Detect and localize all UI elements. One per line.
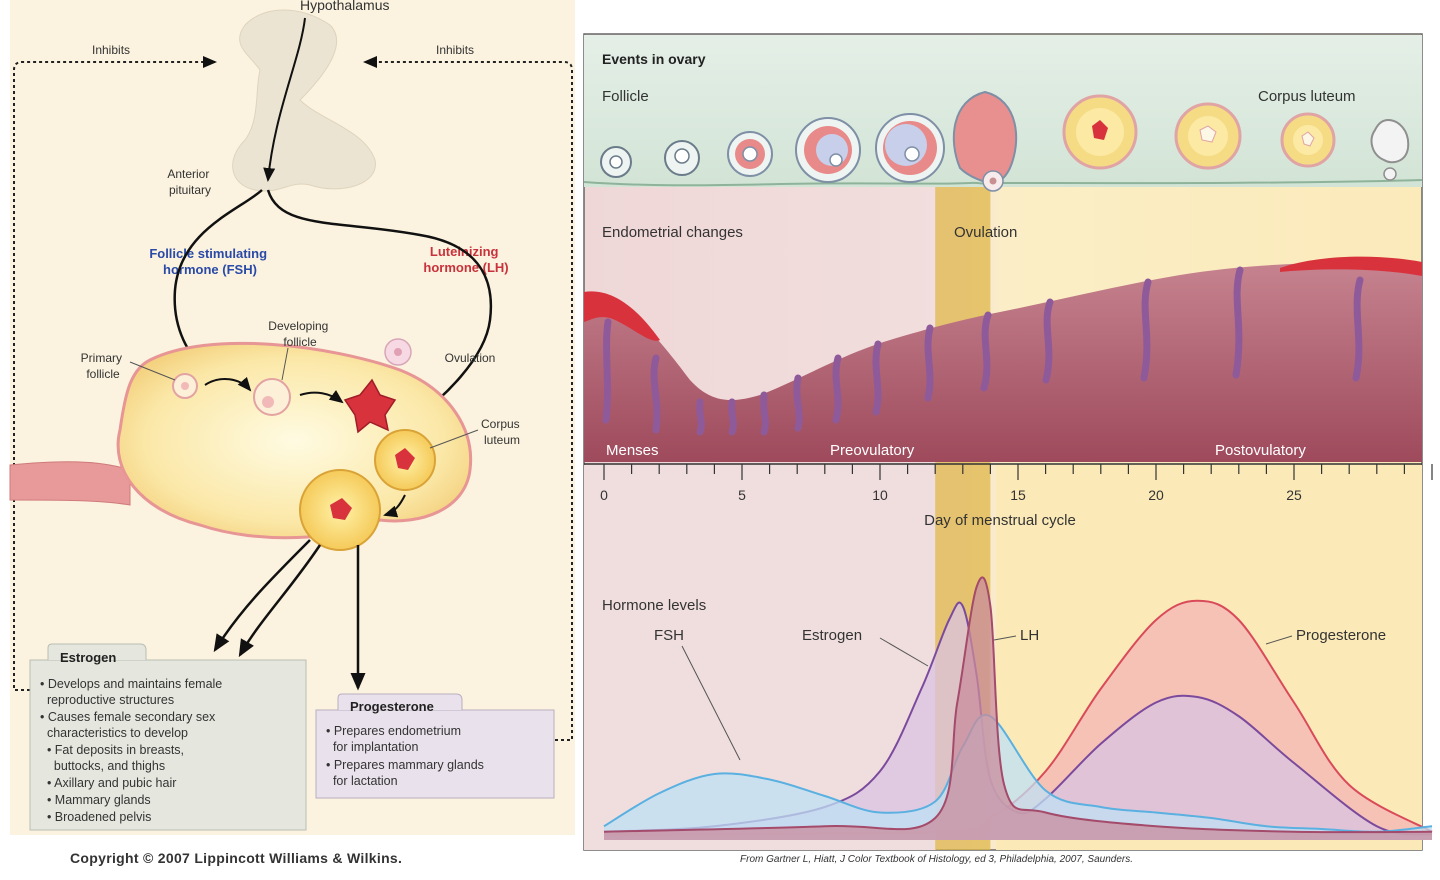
primary-follicle-label: Primary follicle (81, 351, 126, 381)
follicle-series (600, 90, 1018, 192)
anterior-pituitary-label: Anterior pituitary (167, 167, 212, 197)
x-axis-tick-labels: 0 5 10 15 20 25 (600, 487, 1302, 503)
hypothalamus-label: Hypothalamus (300, 0, 390, 13)
progesterone-curve-label: Progesterone (1296, 627, 1386, 644)
estrogen-line-5: • Fat deposits in breasts, (40, 743, 184, 757)
corpus-luteum-label-right: Corpus luteum (1258, 88, 1356, 105)
estrogen-output-arrow-1 (213, 539, 311, 653)
menstrual-cycle-chart: Events in ovary Follicle Corpus luteum (583, 33, 1433, 851)
estrogen-area (604, 602, 1432, 840)
lh-curve (603, 576, 1433, 834)
estrogen-output-arrow-2 (238, 544, 322, 658)
x-axis-title: Day of menstrual cycle (924, 512, 1076, 529)
copyright-text: Copyright © 2007 Lippincott Williams & W… (70, 850, 403, 866)
endometrial-glands (602, 266, 1364, 436)
events-in-ovary-label: Events in ovary (602, 51, 706, 67)
endometrial-changes-label: Endometrial changes (602, 224, 743, 241)
menstrual-cycle-panel: Events in ovary Follicle Corpus luteum (580, 0, 1440, 875)
fallopian-tube (9, 461, 131, 506)
inhibits-left-label: Inhibits (92, 43, 130, 57)
developing-follicle-shape (253, 378, 291, 416)
hypothalamus-to-pituitary-arrow (263, 17, 306, 182)
menses-shedding-layer (584, 291, 660, 341)
estrogen-line-2: reproductive structures (40, 693, 174, 707)
source-citation: From Gartner L, Hiatt, J Color Textbook … (740, 854, 1133, 865)
estrogen-box: Estrogen • Develops and maintains female… (29, 643, 307, 831)
follicle-label: Follicle (602, 88, 649, 105)
inhibits-right-label: Inhibits (436, 43, 474, 57)
x-tick-label: 5 (738, 487, 746, 503)
fsh-area (604, 714, 1432, 840)
estrogen-line-7: • Axillary and pubic hair (40, 776, 176, 790)
hormone-pathway-panel: Hypothalamus Inhibits Inhibits Anterior … (0, 0, 580, 875)
endometrium-tissue (584, 262, 1422, 462)
postovulatory-label: Postovulatory (1215, 442, 1306, 459)
progesterone-box-title: Progesterone (350, 699, 434, 714)
ovulation-label: Ovulation (445, 351, 496, 365)
fsh-label: Follicle stimulating hormone (FSH) (149, 246, 270, 277)
corpus-luteum-label: Corpus luteum (481, 417, 523, 447)
late-shedding-layer (1280, 256, 1422, 276)
fsh-curve-label: FSH (654, 627, 684, 644)
progesterone-inhibition-line (363, 56, 573, 741)
estrogen-line-9: • Broadened pelvis (40, 810, 151, 824)
estrogen-line-8: • Mammary glands (40, 793, 151, 807)
lh-curve-label: LH (1020, 627, 1039, 644)
progesterone-line-1: • Prepares endometrium (326, 724, 461, 738)
preovulatory-label: Preovulatory (830, 442, 915, 459)
estrogen-box-title: Estrogen (60, 650, 116, 665)
estrogen-inhibition-line (13, 56, 217, 691)
pituitary-gland-shape (232, 9, 376, 192)
lh-arrow (266, 189, 493, 418)
estrogen-line-1: • Develops and maintains female (40, 677, 222, 691)
ovary (116, 341, 473, 540)
x-axis-ticks (603, 464, 1433, 480)
ovulation-label-right: Ovulation (954, 224, 1017, 241)
progesterone-line-2: for implantation (326, 740, 418, 754)
progesterone-line-3: • Prepares mammary glands (326, 758, 484, 772)
estrogen-line-4: characteristics to develop (40, 726, 188, 740)
x-tick-label: 20 (1148, 487, 1164, 503)
corpus-luteum-series (1062, 94, 1410, 181)
hormone-curves (603, 576, 1433, 840)
progesterone-line-4: for lactation (326, 774, 398, 788)
x-tick-label: 15 (1010, 487, 1026, 503)
ruptured-follicle (343, 378, 397, 434)
estrogen-line-6: buttocks, and thighs (40, 759, 165, 773)
menses-label: Menses (606, 442, 659, 459)
lh-label: Luteinizing hormone (LH) (423, 244, 508, 275)
estrogen-line-3: • Causes female secondary sex (40, 710, 216, 724)
x-tick-label: 0 (600, 487, 608, 503)
developing-follicle-label: Developing follicle (268, 319, 331, 349)
progesterone-box: Progesterone • Prepares endometrium for … (315, 693, 555, 799)
hormone-levels-label: Hormone levels (602, 597, 706, 614)
x-tick-label: 10 (872, 487, 888, 503)
estrogen-curve-label: Estrogen (802, 627, 862, 644)
x-tick-label: 25 (1286, 487, 1302, 503)
hormone-pathway-diagram: Hypothalamus Inhibits Inhibits Anterior … (9, 0, 575, 835)
